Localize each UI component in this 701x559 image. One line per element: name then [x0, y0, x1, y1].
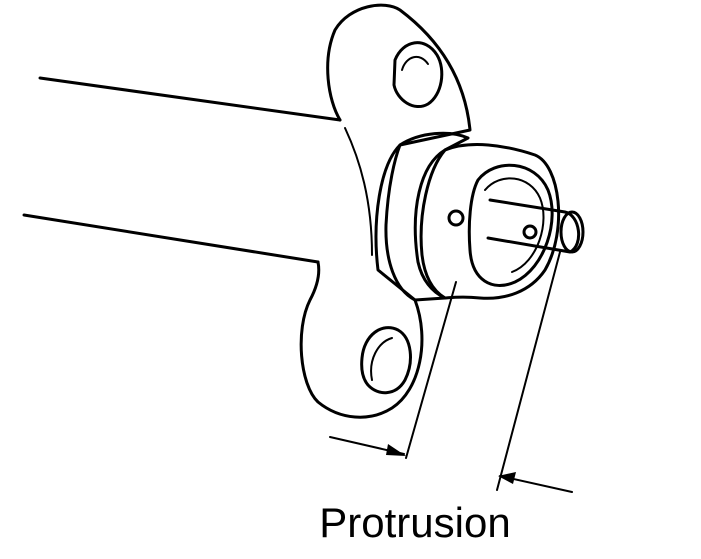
protrusion-label: Protrusion [319, 499, 511, 546]
upper-bolt-hole-inner [401, 55, 429, 71]
bushing-rim [467, 163, 554, 287]
shaft-end [559, 210, 585, 254]
bushing-oil-hole [447, 209, 465, 227]
bushing-inner-rim [484, 177, 545, 273]
mounting-flange [299, 3, 472, 419]
extension-line-left [405, 281, 457, 459]
shaft-hole [522, 224, 538, 240]
housing-lower-edge [22, 213, 320, 264]
upper-bolt-hole [392, 41, 444, 109]
flange-side-edge [344, 127, 373, 256]
arrowhead-left [386, 444, 406, 456]
bushing-boss [384, 131, 470, 302]
extension-line-right [496, 251, 561, 491]
lower-bolt-hole [360, 326, 412, 395]
arrowhead-right [498, 472, 516, 484]
bushing-outer [419, 143, 561, 300]
housing-upper-edge [38, 76, 342, 122]
lower-bolt-hole-inner [370, 337, 393, 381]
